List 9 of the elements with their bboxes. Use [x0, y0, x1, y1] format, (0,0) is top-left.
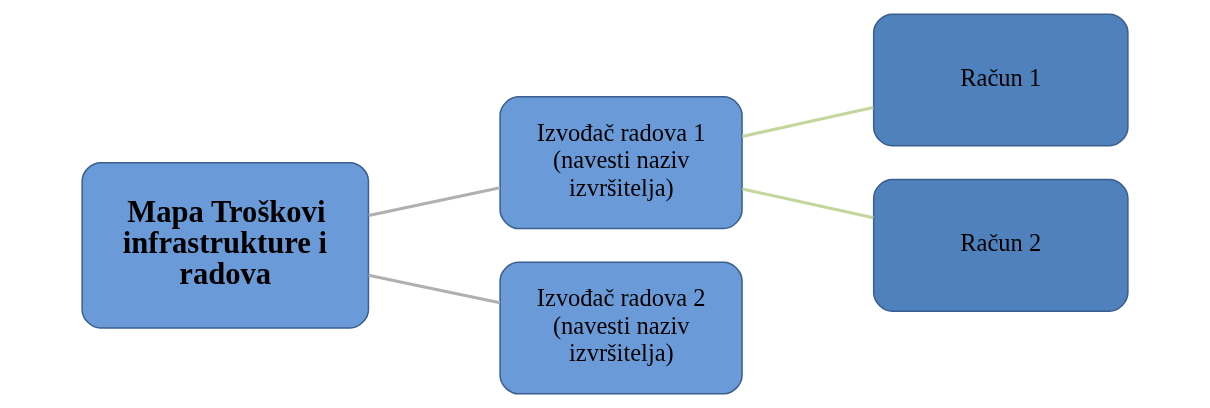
connector: [741, 106, 874, 138]
connector: [741, 187, 874, 220]
node-box: Račun 1: [872, 13, 1129, 147]
node-box: Izvođač radova 2 (navesti naziv izvršitelja): [499, 261, 743, 395]
node-box: Račun 2: [872, 178, 1129, 312]
node-box: Mapa Troškovi infrastrukture i radova: [81, 161, 370, 329]
node-box: Izvođač radova 1 (navesti naziv izvršitelja): [499, 96, 743, 230]
connector: [368, 186, 501, 217]
connector: [368, 273, 501, 305]
